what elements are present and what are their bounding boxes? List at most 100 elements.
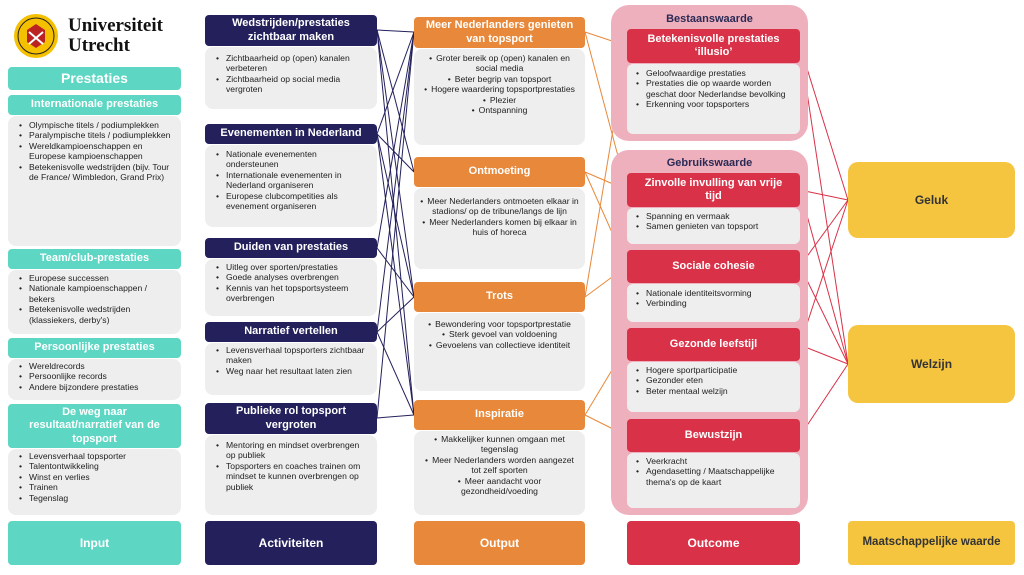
gebruikswaarde-title: Gebruikswaarde — [666, 157, 753, 169]
list-item: Levensverhaal topsporter — [18, 451, 175, 462]
list-item: Prestaties die op waarde worden geschat … — [635, 78, 794, 99]
footer-activities: Activiteiten — [205, 521, 377, 565]
input-group-panel: Olympische titels / podiumplekken Paraly… — [8, 116, 181, 246]
list-item: Goede analyses overbrengen — [215, 272, 369, 283]
list-item: Groter bereik op (open) kanalen en socia… — [420, 53, 579, 74]
societal-value-box: Geluk — [848, 162, 1015, 238]
activity-header: Evenementen in Nederland — [205, 124, 377, 144]
output-header: Ontmoeting — [414, 157, 585, 187]
list-item: Europese successen — [18, 273, 175, 284]
logo-line-2: Utrecht — [68, 35, 130, 56]
list-item: Agendasetting / Maatschappelijke thema's… — [635, 466, 794, 487]
footer-output: Output — [414, 521, 585, 565]
list-item: Meer aandacht voor gezondheid/voeding — [420, 476, 579, 497]
list-item: Verbinding — [635, 298, 794, 309]
activity-panel: Uitleg over sporten/prestaties Goede ana… — [205, 259, 377, 316]
outcome-panel: Spanning en vermaak Samen genieten van t… — [627, 208, 800, 244]
list-item: Andere bijzondere prestaties — [18, 382, 175, 393]
list-item: Nationale evenementen ondersteunen — [215, 149, 369, 170]
bestaanswaarde-title: Bestaanswaarde — [666, 13, 753, 25]
list-item: Hogere waardering topsportprestaties — [420, 84, 579, 94]
list-item: Wereldkampioenschappen en Europese kampi… — [18, 141, 175, 162]
societal-value-box: Welzijn — [848, 325, 1015, 403]
logo-line-1: Universiteit — [68, 15, 163, 36]
input-title: Prestaties — [8, 67, 181, 90]
list-item: Topsporters en coaches trainen om mindse… — [215, 461, 369, 492]
list-item: Paralympische titels / podiumplekken — [18, 130, 175, 141]
outcome-header: Sociale cohesie — [627, 250, 800, 283]
input-group-panel: Wereldrecords Persoonlijke records Ander… — [8, 359, 181, 400]
list-item: Talentontwikkeling — [18, 461, 175, 472]
outcome-header: Gezonde leefstijl — [627, 328, 800, 361]
list-item: Mentoring en mindset overbrengen op publ… — [215, 440, 369, 461]
list-item: Meer Nederlanders worden aangezet tot ze… — [420, 455, 579, 476]
list-item: Europese clubcompetities als evenement o… — [215, 191, 369, 212]
list-item: Levensverhaal topsporters zichtbaar make… — [215, 345, 369, 366]
outcome-panel: Veerkracht Agendasetting / Maatschappeli… — [627, 453, 800, 508]
list-item: Beter mentaal welzijn — [635, 386, 794, 397]
list-item: Nationale kampioenschappen / bekers — [18, 283, 175, 304]
list-item: Veerkracht — [635, 456, 794, 467]
input-group-panel: Levensverhaal topsporter Talentontwikkel… — [8, 449, 181, 515]
list-item: Spanning en vermaak — [635, 211, 794, 222]
outcome-panel: Nationale identiteitsvorming Verbinding — [627, 284, 800, 322]
list-item: Samen genieten van topsport — [635, 221, 794, 232]
list-item: Ontspanning — [420, 105, 579, 115]
list-item: Gevoelens van collectieve identiteit — [420, 340, 579, 350]
list-item: Hogere sportparticipatie — [635, 365, 794, 376]
list-item: Gezonder eten — [635, 375, 794, 386]
list-item: Sterk gevoel van voldoening — [420, 329, 579, 339]
list-item: Kennis van het topsportsysteem overbreng… — [215, 283, 369, 304]
list-item: Wereldrecords — [18, 361, 175, 372]
outcome-header: Betekenisvolle prestaties ‘illusio’ — [627, 29, 800, 63]
outcome-header: Zinvolle invulling van vrije tijd — [627, 173, 800, 207]
list-item: Meer Nederlanders ontmoeten elkaar in st… — [420, 196, 579, 217]
list-item: Tegenslag — [18, 493, 175, 504]
list-item: Plezier — [420, 95, 579, 105]
input-group-header: Persoonlijke prestaties — [8, 338, 181, 358]
activity-header: Publieke rol topsport vergroten — [205, 403, 377, 434]
university-seal-icon — [14, 14, 58, 58]
list-item: Olympische titels / podiumplekken — [18, 120, 175, 131]
footer-outcome: Outcome — [627, 521, 800, 565]
input-group-header: Team/club-prestaties — [8, 249, 181, 269]
university-logo: Universiteit Utrecht — [10, 12, 190, 60]
output-panel: Makkelijker kunnen omgaan met tegenslag … — [414, 431, 585, 515]
list-item: Internationale evenementen in Nederland … — [215, 170, 369, 191]
activity-panel: Nationale evenementen ondersteunen Inter… — [205, 145, 377, 227]
output-panel: Groter bereik op (open) kanalen en socia… — [414, 49, 585, 145]
list-item: Nationale identiteitsvorming — [635, 288, 794, 299]
list-item: Beter begrip van topsport — [420, 74, 579, 84]
input-group-panel: Europese successen Nationale kampioensch… — [8, 270, 181, 334]
input-group-header: Internationale prestaties — [8, 95, 181, 115]
list-item: Winst en verlies — [18, 472, 175, 483]
list-item: Uitleg over sporten/prestaties — [215, 262, 369, 273]
activity-panel: Mentoring en mindset overbrengen op publ… — [205, 435, 377, 515]
list-item: Erkenning voor topsporters — [635, 99, 794, 110]
activity-panel: Levensverhaal topsporters zichtbaar make… — [205, 343, 377, 395]
footer-input: Input — [8, 521, 181, 565]
input-group-header: De weg naar resultaat/narratief van de t… — [8, 404, 181, 448]
outcome-header: Bewustzijn — [627, 419, 800, 452]
list-item: Trainen — [18, 482, 175, 493]
list-item: Bewondering voor topsportprestatie — [420, 319, 579, 329]
activity-header: Wedstrijden/prestaties zichtbaar maken — [205, 15, 377, 46]
output-panel: Bewondering voor topsportprestatie Sterk… — [414, 313, 585, 391]
list-item: Betekenisvolle wedstrijden (klassiekers,… — [18, 304, 175, 325]
list-item: Zichtbaarheid op social media vergroten — [215, 74, 369, 95]
list-item: Betekenisvolle wedstrijden (bijv. Tour d… — [18, 162, 175, 183]
output-header: Inspiratie — [414, 400, 585, 430]
output-header: Trots — [414, 282, 585, 312]
list-item: Zichtbaarheid op (open) kanalen verbeter… — [215, 53, 369, 74]
output-header: Meer Nederlanders genieten van topsport — [414, 17, 585, 48]
outcome-panel: Geloofwaardige prestaties Prestaties die… — [627, 64, 800, 134]
activity-panel: Zichtbaarheid op (open) kanalen verbeter… — [205, 47, 377, 109]
list-item: Persoonlijke records — [18, 371, 175, 382]
list-item: Makkelijker kunnen omgaan met tegenslag — [420, 434, 579, 455]
activity-header: Narratief vertellen — [205, 322, 377, 342]
activity-header: Duiden van prestaties — [205, 238, 377, 258]
output-panel: Meer Nederlanders ontmoeten elkaar in st… — [414, 188, 585, 269]
outcome-panel: Hogere sportparticipatie Gezonder eten B… — [627, 362, 800, 412]
footer-societal: Maatschappelijke waarde — [848, 521, 1015, 565]
list-item: Meer Nederlanders komen bij elkaar in hu… — [420, 217, 579, 238]
